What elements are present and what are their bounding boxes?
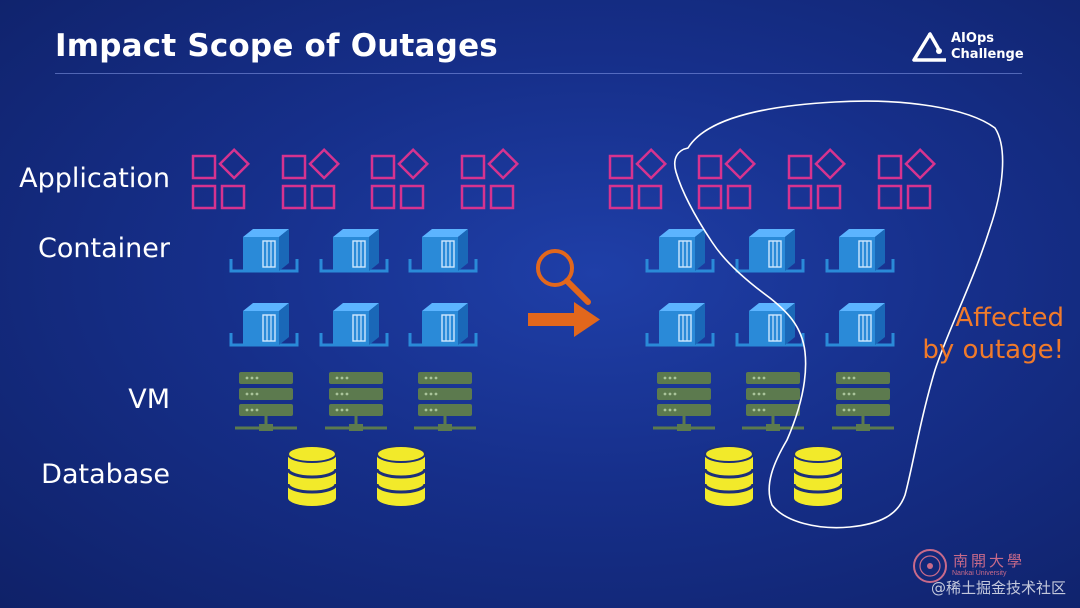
left-database-row <box>286 444 427 508</box>
application-icon <box>370 148 429 210</box>
application-icon <box>877 148 936 210</box>
aiops-logo-icon <box>912 32 946 62</box>
application-icon <box>608 148 667 210</box>
database-icon <box>792 444 844 508</box>
affected-callout: Affected by outage! <box>922 302 1064 366</box>
row-label-application: Application <box>19 163 170 194</box>
logo-line-2: Challenge <box>951 47 1024 62</box>
container-icon <box>408 227 478 273</box>
vm-server-icon <box>323 370 389 433</box>
container-icon <box>825 301 895 347</box>
container-icon <box>229 301 299 347</box>
university-name-en: Nankai University <box>952 570 1007 577</box>
page-title: Impact Scope of Outages <box>55 28 498 64</box>
affected-callout-line-1: Affected <box>955 303 1064 333</box>
right-container-row-2 <box>645 301 895 347</box>
application-icon <box>787 148 846 210</box>
left-container-row-2 <box>229 301 478 347</box>
affected-callout-line-2: by outage! <box>922 335 1064 365</box>
container-icon <box>408 301 478 347</box>
container-icon <box>735 301 805 347</box>
university-seal-icon <box>913 549 947 583</box>
container-icon <box>645 227 715 273</box>
container-icon <box>645 301 715 347</box>
title-divider <box>55 73 1022 74</box>
application-icon <box>191 148 250 210</box>
outage-scope-outline <box>673 100 1004 529</box>
left-cluster <box>191 148 519 508</box>
left-application-row <box>191 148 519 210</box>
container-icon <box>319 227 389 273</box>
right-database-row <box>703 444 844 508</box>
container-icon <box>735 227 805 273</box>
row-label-database: Database <box>41 459 170 490</box>
application-icon <box>697 148 756 210</box>
application-icon <box>460 148 519 210</box>
right-vm-row <box>651 370 896 433</box>
left-vm-row <box>233 370 478 433</box>
container-icon <box>825 227 895 273</box>
container-icon <box>319 301 389 347</box>
arrow-right-icon <box>528 302 600 337</box>
watermark: @稀土掘金技术社区 <box>930 579 1066 597</box>
vm-server-icon <box>412 370 478 433</box>
right-application-row <box>608 148 936 210</box>
row-label-container: Container <box>38 233 170 264</box>
right-cluster <box>608 148 936 508</box>
row-label-vm: VM <box>128 384 170 415</box>
magnifier-icon <box>536 249 591 305</box>
database-icon <box>703 444 755 508</box>
logo-text: AIOps Challenge <box>951 31 1024 63</box>
university-name-cn: 南開大學 <box>953 552 1026 570</box>
vm-server-icon <box>651 370 717 433</box>
application-icon <box>281 148 340 210</box>
left-container-row-1 <box>229 227 478 273</box>
logo-line-1: AIOps <box>951 31 994 46</box>
vm-server-icon <box>233 370 299 433</box>
database-icon <box>375 444 427 508</box>
database-icon <box>286 444 338 508</box>
container-icon <box>229 227 299 273</box>
vm-server-icon <box>830 370 896 433</box>
right-container-row-1 <box>645 227 895 273</box>
